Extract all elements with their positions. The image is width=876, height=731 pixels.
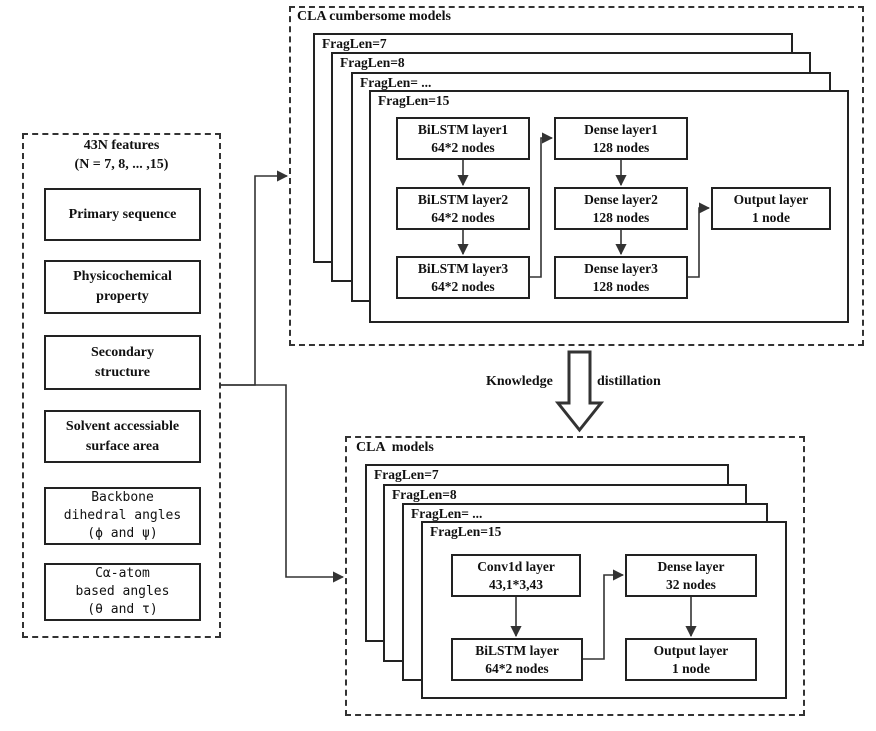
- layer-name: Dense layer2: [584, 191, 658, 207]
- features-subtitle: (N = 7, 8, ... ,15): [74, 157, 169, 172]
- feature-label: Solvent accessiable: [65, 418, 180, 434]
- cumbersome-models-title: CLA cumbersome models: [297, 9, 451, 24]
- output-layer-bottom-box: Output layer 1 node: [625, 638, 757, 681]
- frag-label-15: FragLen=15: [378, 93, 450, 108]
- layer-nodes: 64*2 nodes: [431, 278, 495, 294]
- feature-label: (ϕ and ψ): [87, 526, 158, 541]
- features-group: [22, 133, 221, 638]
- layer-nodes: 64*2 nodes: [431, 139, 495, 155]
- feature-secondary-structure: Secondary structure: [44, 335, 201, 390]
- layer-name: BiLSTM layer1: [417, 121, 509, 137]
- layer-name: Output layer: [733, 191, 809, 207]
- bilstm-layer2-box: BiLSTM layer2 64*2 nodes: [396, 187, 530, 230]
- layer-name: Conv1d layer: [477, 558, 555, 574]
- frag-label-bottom-dots: FragLen= ...: [411, 506, 483, 521]
- feature-label: Secondary: [91, 344, 154, 360]
- feature-label: surface area: [85, 438, 160, 454]
- layer-nodes: 1 node: [672, 660, 710, 676]
- layer-nodes: 128 nodes: [592, 278, 650, 294]
- layer-nodes: 43,1*3,43: [489, 576, 543, 592]
- features-title: 43N features: [83, 138, 160, 153]
- feature-physicochemical: Physicochemical property: [44, 260, 201, 314]
- feature-label: Backbone: [91, 490, 154, 505]
- output-layer-top-box: Output layer 1 node: [711, 187, 831, 230]
- feature-label: dihedral angles: [63, 508, 182, 523]
- frag-label-8: FragLen=8: [340, 55, 405, 70]
- layer-nodes: 32 nodes: [666, 576, 716, 592]
- feature-calpha-angles: Cα-atom based angles (θ and τ): [44, 563, 201, 621]
- distillation-label-right: distillation: [597, 374, 661, 389]
- feature-solvent-accessible: Solvent accessiable surface area: [44, 410, 201, 463]
- feature-label: property: [96, 289, 149, 304]
- dense-layer1-box: Dense layer1 128 nodes: [554, 117, 688, 160]
- frag-label-bottom-7: FragLen=7: [374, 467, 439, 482]
- dense-layer2-box: Dense layer2 128 nodes: [554, 187, 688, 230]
- feature-label: Physicochemical: [73, 269, 172, 284]
- feature-primary-sequence: Primary sequence: [44, 188, 201, 241]
- layer-name: BiLSTM layer: [475, 642, 559, 658]
- arrow-bilstm3-dense1: [530, 132, 554, 278]
- feature-label: structure: [95, 364, 150, 380]
- layer-name: BiLSTM layer2: [417, 191, 509, 207]
- layer-name: Dense layer: [657, 558, 725, 574]
- layer-nodes: 64*2 nodes: [485, 660, 549, 676]
- distillation-label-left: Knowledge: [486, 374, 553, 389]
- feature-label: based angles: [75, 584, 170, 599]
- cumbersome-models-group: [289, 6, 864, 346]
- dense-layer-bottom-box: Dense layer 32 nodes: [625, 554, 757, 597]
- layer-name: Dense layer1: [584, 121, 658, 137]
- frag-label-dots: FragLen= ...: [360, 75, 432, 90]
- feature-label: (θ and τ): [87, 602, 158, 617]
- bilstm-layer3-box: BiLSTM layer3 64*2 nodes: [396, 256, 530, 299]
- layer-name: Dense layer3: [584, 260, 658, 276]
- arrow-features-to-bottom: [221, 384, 345, 583]
- cla-models-title: CLA models: [356, 440, 434, 455]
- arrow-features-to-top: [221, 170, 289, 386]
- feature-label: Primary sequence: [68, 206, 177, 222]
- feature-backbone-angles: Backbone dihedral angles (ϕ and ψ): [44, 487, 201, 545]
- arrow-dense3-output: [688, 202, 711, 278]
- frag-label-bottom-8: FragLen=8: [392, 487, 457, 502]
- arrow-bilstm-dense: [583, 569, 625, 660]
- frag-label-bottom-15: FragLen=15: [430, 524, 502, 539]
- dense-layer3-box: Dense layer3 128 nodes: [554, 256, 688, 299]
- layer-name: Output layer: [653, 642, 729, 658]
- bilstm-layer-bottom-box: BiLSTM layer 64*2 nodes: [451, 638, 583, 681]
- layer-nodes: 128 nodes: [592, 139, 650, 155]
- feature-label: Cα-atom: [95, 566, 150, 581]
- layer-nodes: 64*2 nodes: [431, 209, 495, 225]
- layer-nodes: 1 node: [752, 209, 790, 225]
- frag-label-7: FragLen=7: [322, 36, 387, 51]
- cla-models-group: [345, 436, 805, 716]
- layer-nodes: 128 nodes: [592, 209, 650, 225]
- conv1d-layer-box: Conv1d layer 43,1*3,43: [451, 554, 581, 597]
- distillation-arrow-icon: [554, 350, 605, 433]
- bilstm-layer1-box: BiLSTM layer1 64*2 nodes: [396, 117, 530, 160]
- layer-name: BiLSTM layer3: [417, 260, 509, 276]
